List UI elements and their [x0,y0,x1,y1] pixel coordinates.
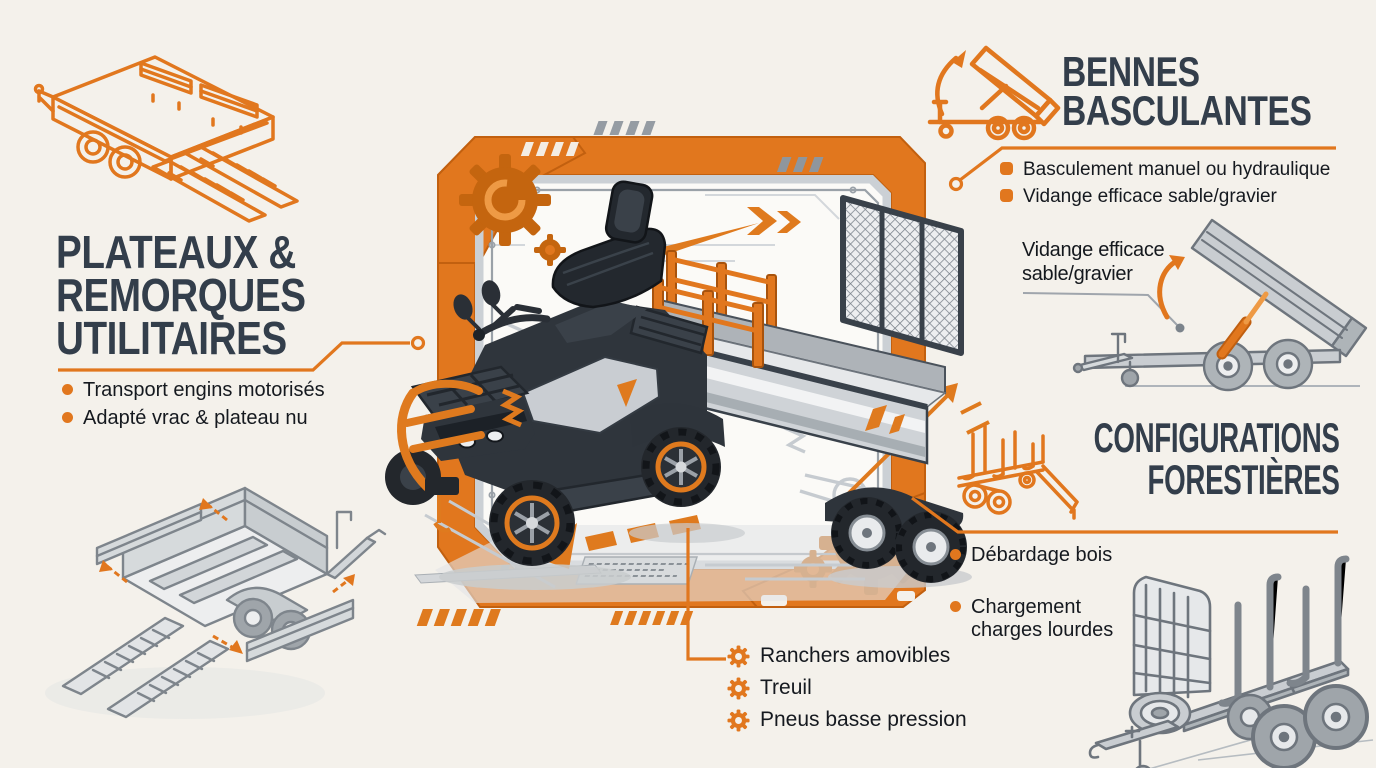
features-list: Ranchers amovibles Treuil Pneus basse pr… [727,644,967,732]
chevron-arrows [653,207,801,259]
forestieres-bullet-2-text: Chargement charges lourdes [971,596,1114,641]
bennes-title-line2: BASCULANTES [1062,86,1312,134]
tipping-trailer-icon [927,45,1061,141]
trailer-illustration [561,195,972,588]
center-frame-illustration [385,121,990,626]
forestieres-bullet-2: Chargement charges lourdes [950,596,1121,642]
forestieres-title-line1: CONFIGURATIONS [1094,414,1340,461]
feature-text: Pneus basse pression [760,708,967,731]
features-connector-line [686,528,726,661]
bullet-dot-icon [62,384,73,395]
forestieres-connector-line [911,496,1338,534]
bullet-square-icon [1000,188,1013,202]
feature-text: Treuil [760,676,812,699]
plateaux-title-line2: REMORQUES [56,269,306,322]
bennes-connector-line [948,146,1336,192]
feature-text: Ranchers amovibles [760,644,951,667]
forestry-trailer-icon [957,424,1079,520]
bennes-bullet-1-text: Basculement manuel ou hydraulique [1023,159,1331,180]
tipping-trailer-illustration [1072,218,1368,392]
vidange-callout-line1: Vidange efficace [1022,239,1165,261]
feature-row-treuil: Treuil [727,676,967,700]
forestieres-bullet-1: Débardage bois [950,544,1112,567]
plateaux-title: PLATEAUX & REMORQUES UTILITAIRES [56,226,306,365]
bullet-dot-icon [950,549,961,560]
plateaux-title-line3: UTILITAIRES [56,312,287,365]
plateaux-bullets: Transport engins motorisés Adapté vrac &… [62,379,325,430]
utility-trailer-exploded-illustration [45,486,387,719]
bennes-bullet-2-text: Vidange efficace sable/gravier [1023,185,1277,207]
plateaux-title-line1: PLATEAUX & [56,226,296,278]
bennes-bullet-1: Basculement manuel ou hydraulique [1000,159,1330,181]
bullet-dot-icon [950,601,961,612]
forestieres-bullet-1-text: Débardage bois [971,544,1113,566]
flatbed-trailer-outline-icon [33,55,299,223]
feature-row-ranchers: Ranchers amovibles [727,644,967,668]
vidange-callout: Vidange efficace sable/gravier [1022,238,1165,287]
feature-row-pneus: Pneus basse pression [727,708,967,732]
vidange-callout-line2: sable/gravier [1022,263,1133,286]
vidange-callout-connector [1022,255,1185,333]
forestieres-title-line2: FORESTIÈRES [1148,456,1340,503]
bennes-title-line1: BENNES [1062,48,1200,95]
plateaux-connector-line [58,335,426,372]
bennes-title: BENNES BASCULANTES [1062,48,1312,134]
plateaux-bullet-1-text: Transport engins motorisés [83,379,325,401]
bullet-dot-icon [62,412,73,423]
bullet-square-icon [1000,162,1013,175]
plateaux-bullet-2-text: Adapté vrac & plateau nu [83,407,308,429]
gear-icon [727,709,750,732]
bennes-bullets: Basculement manuel ou hydraulique Vidang… [1000,159,1330,208]
bennes-bullet-2: Vidange efficace sable/gravier [1000,186,1330,208]
gear-icon [727,677,750,700]
plateaux-bullet-1: Transport engins motorisés [62,379,325,402]
gear-icon [727,645,750,668]
forestieres-title: CONFIGURATIONS FORESTIÈRES [1094,417,1340,501]
plateaux-bullet-2: Adapté vrac & plateau nu [62,407,325,430]
forestry-trailer-illustration [1088,555,1374,768]
atv-illustration [385,180,745,590]
